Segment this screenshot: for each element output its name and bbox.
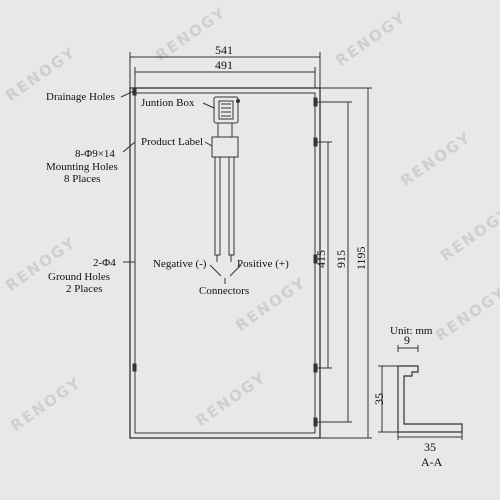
ground-holes-count: 2 Places xyxy=(66,283,103,295)
positive-label: Positive (+) xyxy=(237,258,289,270)
mounting-hole-mark xyxy=(313,137,318,147)
section-bottom-width: 35 xyxy=(424,440,436,454)
overall-length-value: 1195 xyxy=(354,246,368,270)
drainage-hole-mark xyxy=(132,363,137,372)
unit-label: Unit: mm xyxy=(390,325,433,337)
ground-hole-mark xyxy=(313,97,318,107)
drainage-holes-label: Drainage Holes xyxy=(46,91,115,103)
section-top-width: 9 xyxy=(404,333,410,347)
mounting-hole-mark xyxy=(313,363,318,373)
mounting-holes-spec: 8-Φ9×14 xyxy=(75,148,115,160)
mounting-spacing-value: 415 xyxy=(314,250,328,268)
negative-label: Negative (-) xyxy=(153,258,207,270)
outer-width-value: 541 xyxy=(215,43,233,57)
positive-cable xyxy=(228,156,235,256)
connectors-label: Connectors xyxy=(199,285,250,297)
panel-outer-frame xyxy=(129,87,321,439)
ground-spacing-value: 915 xyxy=(334,250,348,268)
product-label-label: Product Label xyxy=(141,136,204,148)
negative-cable xyxy=(214,156,221,256)
junction-box-label: Juntion Box xyxy=(141,97,195,109)
section-height: 35 xyxy=(372,393,386,405)
section-name: A-A xyxy=(421,455,443,469)
product-label-shape xyxy=(211,136,239,158)
mounting-holes-count: 8 Places xyxy=(64,173,101,185)
ground-holes-label: Ground Holes xyxy=(48,271,111,283)
mounting-holes-label: Mounting Holes xyxy=(46,161,118,173)
mounting-hole-mark xyxy=(313,254,318,264)
inner-width-value: 491 xyxy=(215,58,233,72)
ground-holes-spec: 2-Φ4 xyxy=(93,257,116,269)
frame-profile-shape xyxy=(397,365,463,433)
ground-hole-mark xyxy=(313,417,318,427)
